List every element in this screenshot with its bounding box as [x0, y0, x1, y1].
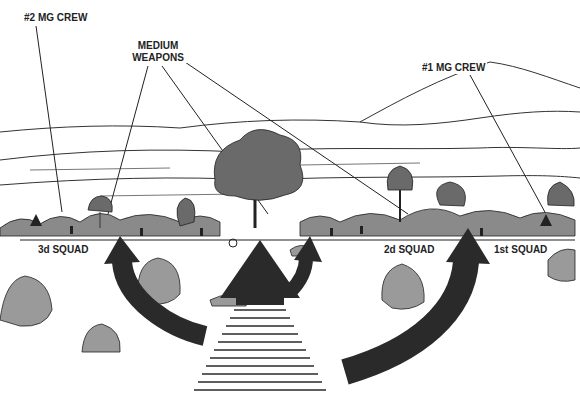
callout-label: #2 MG CREW	[22, 12, 89, 24]
callout-label: 3d SQUAD	[36, 244, 91, 256]
callout-label: 1st SQUAD	[492, 244, 549, 256]
callout-label: #1 MG CREW	[420, 62, 487, 74]
callout-label: MEDIUM WEAPONS	[124, 40, 192, 63]
callout-label: 2d SQUAD	[382, 244, 437, 256]
